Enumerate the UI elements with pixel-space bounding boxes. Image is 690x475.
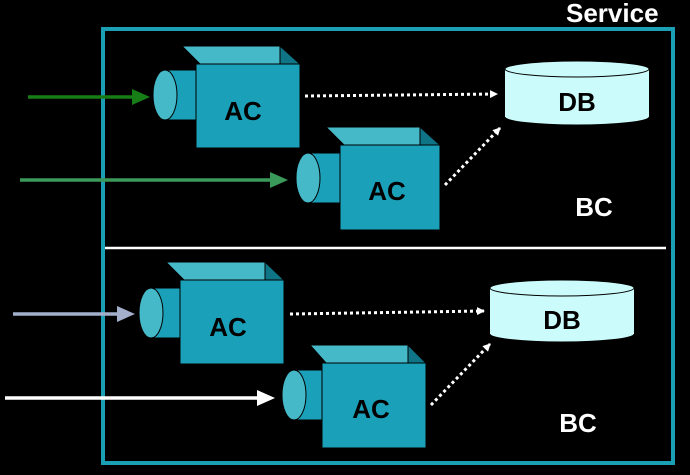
component-label: AC [209, 312, 247, 342]
dotted-arrow-4 [429, 342, 492, 407]
bc-label: BC [575, 192, 613, 222]
service-boundary [101, 27, 675, 465]
app-component: AC [138, 260, 286, 366]
database: DB [489, 279, 635, 343]
app-component: AC [281, 343, 428, 450]
database: DB [504, 60, 650, 126]
bc-label: BC [559, 408, 597, 438]
service-title: Service [566, 0, 659, 28]
app-component: AC [295, 125, 442, 232]
app-component: AC [152, 44, 302, 150]
database-label: DB [558, 87, 596, 117]
incoming-arrow-4 [5, 390, 275, 406]
incoming-arrow-1 [28, 89, 150, 105]
database-label: DB [543, 305, 581, 335]
dotted-arrow-1 [304, 90, 498, 99]
component-label: AC [352, 394, 390, 424]
component-label: AC [368, 176, 406, 206]
dotted-arrow-2 [443, 126, 502, 187]
dotted-arrow-3 [289, 307, 485, 316]
incoming-arrow-2 [20, 172, 288, 188]
component-label: AC [224, 96, 262, 126]
incoming-arrow-3 [13, 306, 135, 322]
